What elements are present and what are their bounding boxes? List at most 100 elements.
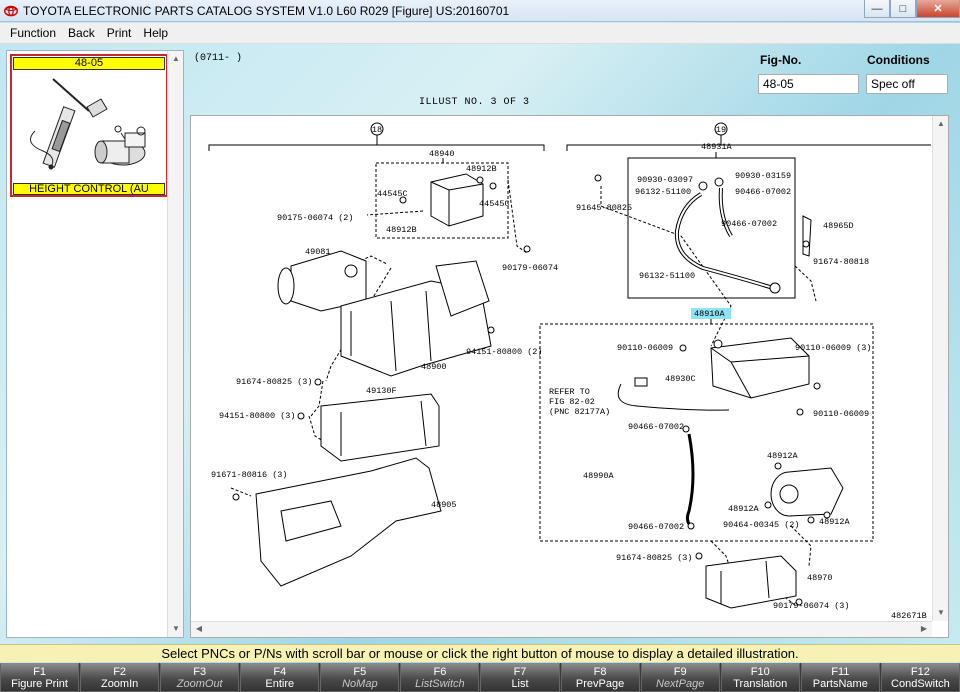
- pnc-48965d[interactable]: 48965D: [823, 221, 854, 231]
- restore-icon[interactable]: □: [890, 0, 916, 18]
- fkey-key: F6: [433, 666, 447, 678]
- pnc-48970[interactable]: 48970: [807, 573, 833, 583]
- pnc-96132-51100-b[interactable]: 96132-51100: [639, 271, 695, 281]
- close-icon[interactable]: ✕: [916, 0, 960, 18]
- pnc-48900[interactable]: 48900: [421, 362, 447, 372]
- scroll-down-icon[interactable]: ▼: [172, 624, 180, 633]
- fkey-label: ZoomIn: [100, 678, 139, 690]
- fkey-label: ListSwitch: [415, 678, 465, 690]
- pnc-48990a[interactable]: 48990A: [583, 471, 615, 481]
- pnc-49130f[interactable]: 49130F: [366, 386, 397, 396]
- pnc-48912a-c[interactable]: 48912A: [819, 517, 851, 527]
- date-range: (0711- ): [194, 53, 243, 64]
- pnc-48940[interactable]: 48940: [429, 149, 455, 159]
- pnc-90466-07002-d[interactable]: 90466-07002: [628, 522, 684, 532]
- pnc-48912a-a[interactable]: 48912A: [767, 451, 799, 461]
- pnc-90175-06074[interactable]: 90175-06074 (2): [277, 213, 354, 223]
- pnc-90110-06009-a[interactable]: 90110-06009: [617, 343, 673, 353]
- pnc-91645-80825[interactable]: 91645-80825: [576, 203, 632, 213]
- fkey-key: F4: [273, 666, 287, 678]
- refer-fig-label[interactable]: FIG 82-02: [549, 397, 595, 407]
- diagram-vertical-scrollbar[interactable]: ▲ ▼: [932, 116, 948, 621]
- window-title: TOYOTA ELECTRONIC PARTS CATALOG SYSTEM V…: [23, 3, 510, 18]
- fkey-label: PartsName: [812, 678, 868, 690]
- scroll-up-icon[interactable]: ▲: [172, 54, 180, 63]
- fkey-label: CondSwitch: [891, 678, 950, 690]
- parts-illustration[interactable]: 18 19 48940 48912B 44545C 44545C 90175-0…: [190, 115, 949, 638]
- fkey-key: F1: [33, 666, 46, 678]
- menu-help[interactable]: Help: [143, 26, 169, 40]
- pnc-90110-06009-3[interactable]: 90110-06009 (3): [795, 343, 872, 353]
- menu-back[interactable]: Back: [68, 26, 95, 40]
- pnc-48912b-a[interactable]: 48912B: [466, 164, 497, 174]
- pnc-48912b-b[interactable]: 48912B: [386, 225, 417, 235]
- pnc-91674-80818[interactable]: 91674-80818: [813, 257, 869, 267]
- fig-no-field[interactable]: 48-05: [758, 74, 859, 94]
- scroll-left-icon[interactable]: ◀: [195, 624, 203, 633]
- pnc-44545c-a[interactable]: 44545C: [377, 189, 408, 199]
- menu-function[interactable]: Function: [10, 26, 57, 40]
- pnc-48930c[interactable]: 48930C: [665, 374, 696, 384]
- illustration-id: 482671B: [891, 611, 927, 621]
- menu-bar: Function Back Print Help: [0, 23, 960, 44]
- pnc-48910a[interactable]: 48910A: [694, 309, 726, 319]
- parts-diagram[interactable]: 18 19 48940 48912B 44545C 44545C 90175-0…: [191, 116, 932, 621]
- pnc-49081[interactable]: 49081: [305, 247, 331, 257]
- menu-print[interactable]: Print: [106, 26, 132, 40]
- pnc-48931a[interactable]: 48931A: [701, 142, 733, 152]
- figure-thumbnail-list: 48-05 HEIGHT CONTROL (AU ▲ ▼: [6, 50, 184, 638]
- pnc-90930-03159[interactable]: 90930-03159: [735, 171, 791, 181]
- conditions-field[interactable]: Spec off: [866, 74, 948, 94]
- pnc-90466-07002-a[interactable]: 90466-07002: [735, 187, 791, 197]
- pnc-90179-06074-3[interactable]: 90179-06074 (3): [773, 601, 850, 611]
- callout-19[interactable]: 19: [716, 125, 726, 135]
- diagram-horizontal-scrollbar[interactable]: ◀ ▶: [191, 621, 932, 637]
- pnc-90464-00345[interactable]: 90464-00345 (2): [723, 520, 800, 530]
- scroll-up-icon[interactable]: ▲: [937, 119, 945, 128]
- pnc-90110-06009-c[interactable]: 90110-06009: [813, 409, 869, 419]
- fkey-key: F11: [831, 666, 850, 678]
- pnc-90466-07002-c[interactable]: 90466-07002: [628, 422, 684, 432]
- fkey-key: F7: [513, 666, 527, 678]
- pnc-91674-80825-3a[interactable]: 91674-80825 (3): [236, 377, 313, 387]
- scroll-down-icon[interactable]: ▼: [937, 608, 945, 617]
- pnc-90179-06074[interactable]: 90179-06074: [502, 263, 558, 273]
- thumbnail-scrollbar[interactable]: ▲ ▼: [167, 51, 183, 637]
- fkey-label: Entire: [265, 678, 295, 690]
- pnc-48905[interactable]: 48905: [431, 500, 457, 510]
- thumbnail-fig-no: 48-05: [13, 57, 165, 70]
- pnc-90466-07002-b[interactable]: 90466-07002: [721, 219, 777, 229]
- pnc-94151-80800-2[interactable]: 94151-80800 (2): [466, 347, 543, 357]
- pnc-96132-51100-a[interactable]: 96132-51100: [635, 187, 691, 197]
- pnc-48912a-b[interactable]: 48912A: [728, 504, 760, 514]
- pnc-91671-80816[interactable]: 91671-80816 (3): [211, 470, 288, 480]
- fkey-label: Translation: [733, 678, 788, 690]
- figure-thumbnail[interactable]: 48-05 HEIGHT CONTROL (AU: [10, 54, 168, 197]
- scroll-right-icon[interactable]: ▶: [920, 624, 928, 633]
- callout-18[interactable]: 18: [372, 125, 382, 135]
- minimize-icon[interactable]: —: [864, 0, 890, 18]
- toyota-logo-icon: [4, 5, 18, 16]
- window-controls: — □ ✕: [864, 0, 960, 18]
- pnc-91674-80825-3b[interactable]: 91674-80825 (3): [616, 553, 693, 563]
- pnc-90930-03097[interactable]: 90930-03097: [637, 175, 693, 185]
- pnc-94151-80800-3[interactable]: 94151-80800 (3): [219, 411, 296, 421]
- fkey-key: F10: [750, 666, 770, 678]
- status-message: Select PNCs or P/Ns with scroll bar or m…: [0, 644, 960, 662]
- pnc-44545c-b[interactable]: 44545C: [479, 199, 510, 209]
- fkey-key: F9: [673, 666, 687, 678]
- fig-no-label: Fig-No.: [760, 53, 802, 67]
